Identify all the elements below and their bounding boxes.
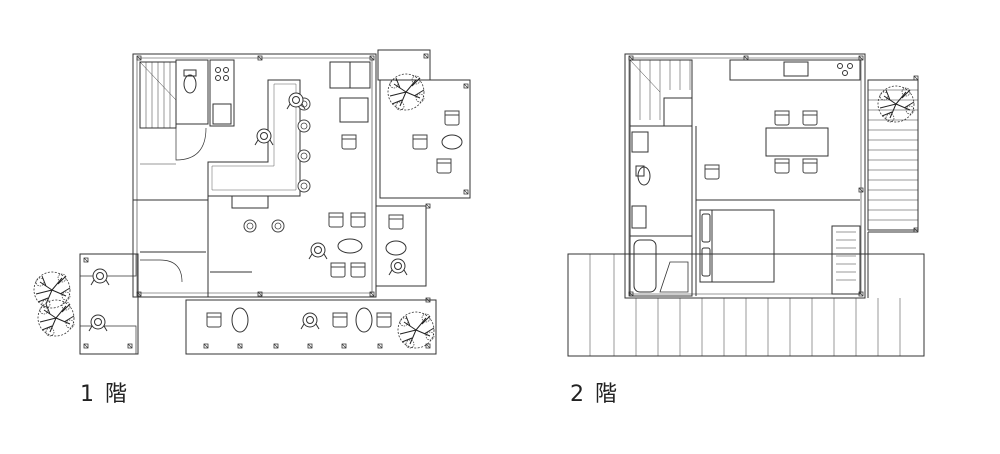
- 1f-counter: [208, 80, 300, 196]
- floor-2-label: 2 階: [570, 382, 619, 407]
- 1f-toilet-room: [176, 60, 208, 124]
- 2f-outer-wall: [625, 54, 865, 298]
- floor-2-plan: [568, 54, 924, 356]
- 2f-balcony: [868, 80, 918, 230]
- 2f-bath: [630, 236, 692, 296]
- 1f-front-deck: [186, 300, 436, 354]
- 1f-outer-wall: [133, 54, 376, 297]
- floor-1-plan: [33, 50, 470, 354]
- 1f-side-deck: [80, 254, 138, 354]
- 2f-kitchen-counter: [730, 60, 860, 80]
- floor-1-label: 1 階: [80, 382, 129, 407]
- 2f-bed: [700, 210, 774, 282]
- 2f-dining-table: [766, 128, 828, 156]
